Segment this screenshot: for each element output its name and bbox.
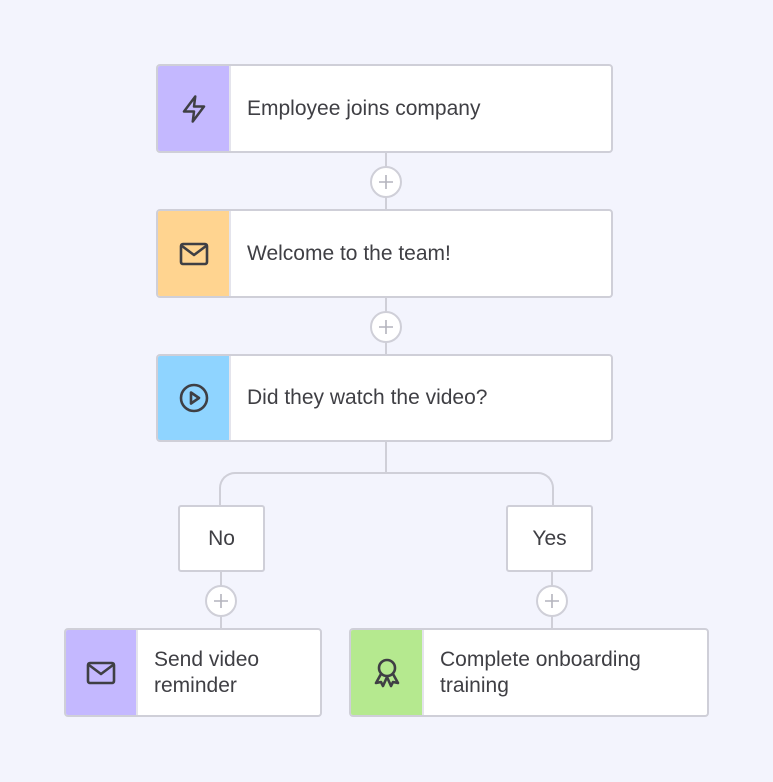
add-step-button[interactable]: [536, 585, 568, 617]
video-icon-panel: [158, 356, 231, 440]
connector-line: [385, 441, 387, 474]
step-label: Welcome to the team!: [247, 241, 451, 265]
play-circle-icon: [178, 382, 210, 414]
email-step-card[interactable]: Welcome to the team!: [156, 209, 613, 298]
branch-yes-label[interactable]: Yes: [506, 505, 593, 572]
condition-step-card[interactable]: Did they watch the video?: [156, 354, 613, 442]
plus-icon: [378, 174, 394, 190]
send-reminder-card[interactable]: Send video reminder: [64, 628, 322, 717]
branch-connector: [219, 472, 554, 507]
branch-condition-text: Yes: [532, 526, 567, 550]
step-label: Employee joins company: [247, 96, 481, 120]
branch-condition-text: No: [208, 526, 235, 550]
mail-icon: [85, 659, 117, 687]
reminder-icon-panel: [66, 630, 138, 715]
add-step-button[interactable]: [370, 166, 402, 198]
mail-icon: [178, 240, 210, 268]
trigger-step-card[interactable]: Employee joins company: [156, 64, 613, 153]
step-label: Send video reminder: [154, 647, 260, 697]
branch-no-label[interactable]: No: [178, 505, 265, 572]
add-step-button[interactable]: [370, 311, 402, 343]
email-icon-panel: [158, 211, 231, 296]
add-step-button[interactable]: [205, 585, 237, 617]
training-icon-panel: [351, 630, 424, 715]
trigger-icon-panel: [158, 66, 231, 151]
lightning-icon: [179, 94, 209, 124]
step-label: Did they watch the video?: [247, 386, 488, 409]
onboarding-training-card[interactable]: Complete onboarding training: [349, 628, 709, 717]
plus-icon: [378, 319, 394, 335]
award-icon: [372, 657, 402, 689]
plus-icon: [213, 593, 229, 609]
step-label: Complete onboarding training: [440, 647, 641, 697]
plus-icon: [544, 593, 560, 609]
